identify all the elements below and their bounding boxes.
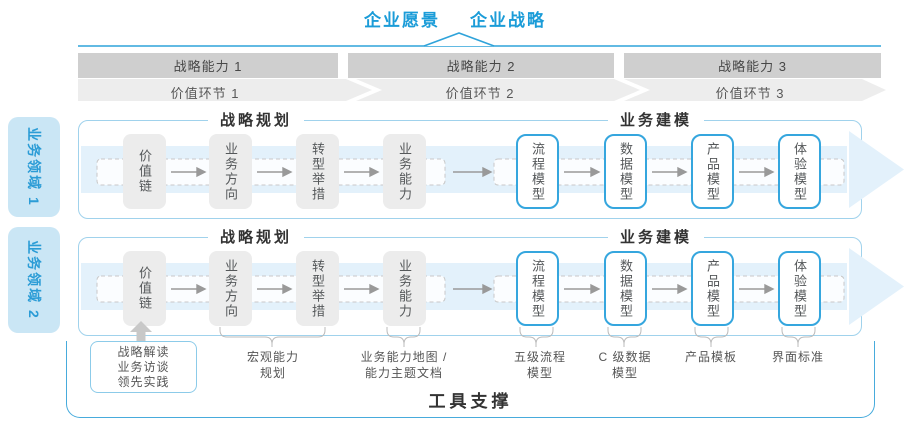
- capability-bar-label: 战略能力 3: [718, 59, 787, 74]
- annotation-line: 规划: [259, 366, 287, 380]
- box-value-chain: 价值链: [123, 134, 166, 209]
- box-business-capability: 业务能力: [383, 134, 426, 209]
- box-label: 体验模型: [792, 258, 807, 319]
- box-label: 体验模型: [792, 141, 807, 202]
- box-label: 数据模型: [618, 141, 633, 202]
- header: 企业愿景 企业战略: [0, 6, 910, 31]
- annotation-line: 模型: [611, 366, 639, 380]
- box-transformation-initiatives: 转型举措: [296, 251, 339, 326]
- domain-tab-label: 业务领域 2: [26, 240, 42, 320]
- planning-section-title: 战略规划: [207, 228, 305, 247]
- annotation-line: 界面标准: [771, 350, 825, 364]
- box-label: 产品模型: [705, 258, 720, 319]
- capability-bar-3: 战略能力 3: [624, 53, 881, 78]
- domain-1-panel: 战略规划 业务建模 价值链 业务方向 转型举措 业务能力 流程模型 数据模型 产…: [78, 111, 904, 219]
- box-label: 流程模型: [530, 258, 545, 319]
- box-label: 数据模型: [618, 258, 633, 319]
- box-business-capability: 业务能力: [383, 251, 426, 326]
- value-link-label-3: 价值环节 3: [715, 86, 785, 101]
- box-label: 业务能力: [397, 141, 412, 202]
- box-product-model: 产品模型: [691, 251, 734, 326]
- strategy-title: 企业战略: [470, 11, 546, 30]
- box-product-model: 产品模型: [691, 134, 734, 209]
- tool-support-label: 工具支撑: [428, 392, 513, 411]
- modeling-section-title: 业务建模: [607, 111, 705, 130]
- tool-support-container: 工具支撑: [66, 341, 875, 418]
- capability-bar-1: 战略能力 1: [78, 53, 338, 78]
- annotation-line: 模型: [526, 366, 554, 380]
- box-data-model: 数据模型: [604, 251, 647, 326]
- value-link-label-1: 价值环节 1: [170, 86, 240, 101]
- annotation-line: 业务能力地图 /: [360, 350, 448, 364]
- box-label: 产品模型: [705, 141, 720, 202]
- box-experience-model: 体验模型: [778, 134, 821, 209]
- sidebar-item-domain-2: 业务领域 2: [8, 227, 60, 333]
- domain-tab-label: 业务领域 1: [26, 127, 42, 207]
- box-label: 业务方向: [223, 258, 238, 319]
- sidebar-item-domain-1: 业务领域 1: [8, 117, 60, 217]
- modeling-section-title: 业务建模: [607, 228, 705, 247]
- inputs-line: 领先实践: [117, 374, 170, 389]
- annotation-data-model: C 级数据 模型: [598, 349, 651, 381]
- annotation-process-model: 五级流程 模型: [514, 349, 566, 381]
- box-label: 转型举措: [310, 258, 325, 319]
- box-label: 业务方向: [223, 141, 238, 202]
- box-process-model: 流程模型: [516, 251, 559, 326]
- value-chain-chevron-icon: [78, 79, 886, 101]
- annotation-line: 产品模板: [684, 350, 738, 364]
- strategy-inputs-box: 战略解读 业务访谈 领先实践: [90, 341, 197, 393]
- box-business-direction: 业务方向: [209, 251, 252, 326]
- annotation-product-template: 产品模板: [685, 349, 737, 365]
- annotation-macro-capability: 宏观能力 规划: [247, 349, 299, 381]
- vision-title: 企业愿景: [364, 11, 440, 30]
- box-label: 价值链: [137, 149, 152, 194]
- capability-bar-label: 战略能力 2: [446, 59, 516, 74]
- annotation-line: 五级流程: [513, 350, 567, 364]
- box-label: 流程模型: [530, 141, 545, 202]
- box-transformation-initiatives: 转型举措: [296, 134, 339, 209]
- box-process-model: 流程模型: [516, 134, 559, 209]
- box-business-direction: 业务方向: [209, 134, 252, 209]
- planning-section-title: 战略规划: [207, 111, 305, 130]
- box-experience-model: 体验模型: [778, 251, 821, 326]
- domain-2-panel: 战略规划 业务建模 价值链 业务方向 转型举措 业务能力 流程模型 数据模型 产…: [78, 228, 904, 336]
- box-value-chain: 价值链: [123, 251, 166, 326]
- annotation-line: 能力主题文档: [364, 366, 444, 380]
- capability-bar-2: 战略能力 2: [348, 53, 614, 78]
- inputs-line: 战略解读: [117, 344, 170, 359]
- capability-bar-label: 战略能力 1: [173, 59, 243, 74]
- box-label: 价值链: [137, 266, 152, 311]
- box-label: 转型举措: [310, 141, 325, 202]
- box-data-model: 数据模型: [604, 134, 647, 209]
- annotation-ui-standard: 界面标准: [772, 349, 824, 365]
- box-label: 业务能力: [397, 258, 412, 319]
- annotation-capability-map: 业务能力地图 / 能力主题文档: [361, 349, 448, 381]
- annotation-line: 宏观能力: [246, 350, 300, 364]
- inputs-line: 业务访谈: [117, 359, 170, 374]
- caret-icon: [78, 32, 881, 47]
- annotation-line: C 级数据: [598, 350, 652, 364]
- value-link-label-2: 价值环节 2: [445, 86, 515, 101]
